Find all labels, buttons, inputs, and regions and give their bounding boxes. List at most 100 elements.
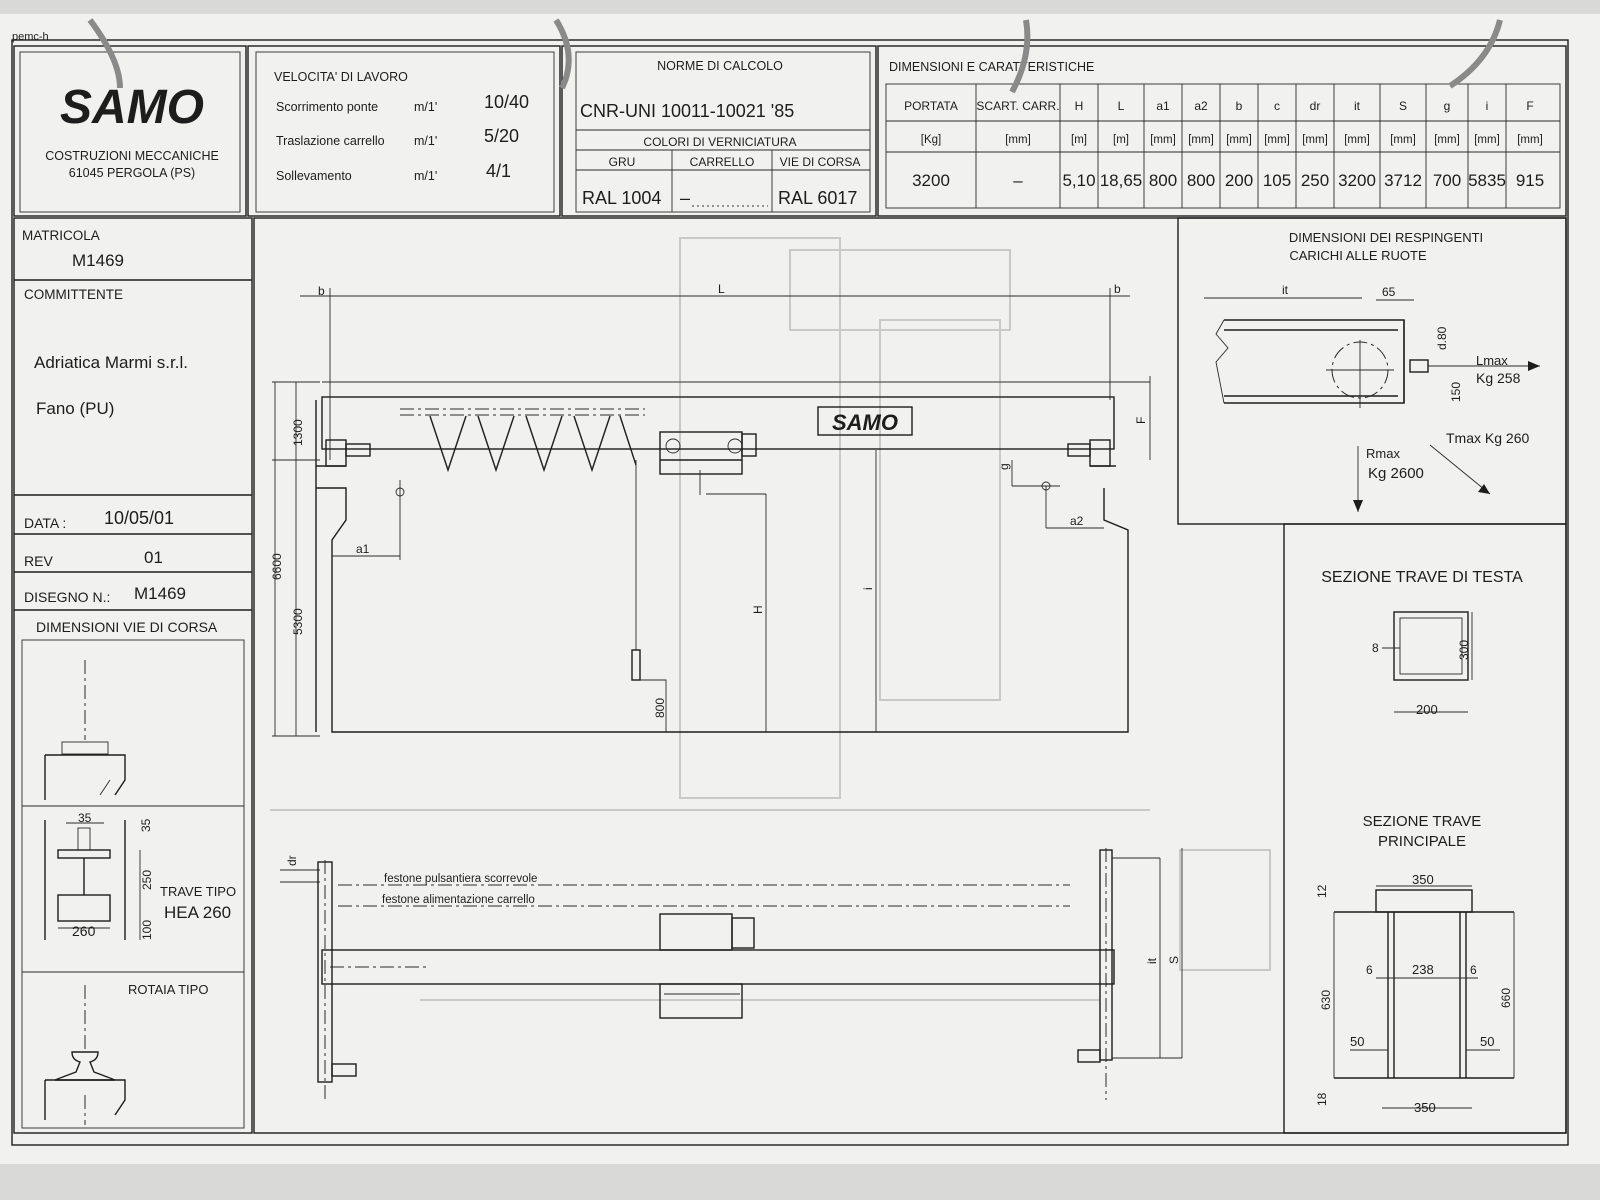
section-main-title2: PRINCIPALE — [1378, 833, 1466, 850]
buffer-150: 150 — [1449, 382, 1463, 402]
dim-header: it — [1354, 99, 1361, 113]
dim-header: dr — [1310, 99, 1321, 113]
head-dim-8: 8 — [1372, 641, 1379, 655]
dim-unit: [m] — [1113, 134, 1129, 146]
dim-250: 250 — [140, 870, 154, 890]
main-dim-350-top: 350 — [1412, 872, 1434, 887]
main-dim-350-bottom: 350 — [1414, 1100, 1436, 1115]
hea-260-sketch: 35 35 250 100 260 TRAVE TIPO HEA 260 — [44, 811, 236, 940]
dim-260: 260 — [72, 923, 96, 939]
dim-value: 250 — [1301, 171, 1329, 190]
dim-unit: [Kg] — [921, 134, 941, 146]
dim-unit: [mm] — [1150, 134, 1176, 146]
dim-value: 700 — [1433, 171, 1461, 190]
tmax-label: Tmax Kg 260 — [1446, 430, 1529, 446]
speed-row-label: Scorrimento ponte — [276, 100, 378, 114]
company-line2: 61045 PERGOLA (PS) — [69, 166, 195, 180]
color-carrello: – — [680, 188, 690, 208]
dim-1300: 1300 — [291, 419, 305, 446]
label-g: g — [997, 463, 1011, 470]
company-line1: COSTRUZIONI MECCANICHE — [45, 149, 219, 163]
dim-100: 100 — [140, 920, 154, 940]
speed-row-value: 10/40 — [484, 92, 529, 112]
dim-unit: [mm] — [1264, 134, 1290, 146]
dim-header: i — [1486, 99, 1489, 113]
rmax-value: Kg 2600 — [1368, 465, 1424, 482]
matricola-value: M1469 — [72, 251, 124, 270]
committente-label: COMMITTENTE — [24, 287, 123, 302]
dim-unit: [mm] — [1188, 134, 1214, 146]
dim-unit: [mm] — [1474, 134, 1500, 146]
section-main-title1: SEZIONE TRAVE — [1363, 813, 1482, 830]
dim-value: – — [1013, 171, 1023, 190]
main-dim-50b: 50 — [1480, 1034, 1494, 1049]
matricola-label: MATRICOLA — [22, 228, 100, 243]
label-a2: a2 — [1070, 514, 1084, 528]
colors-title: COLORI DI VERNICIATURA — [643, 135, 796, 149]
dim-unit: [mm] — [1390, 134, 1416, 146]
dim-6600: 6600 — [270, 553, 284, 580]
dim-value: 200 — [1225, 171, 1253, 190]
dim-35: 35 — [78, 811, 92, 825]
binder-rings — [87, 18, 1503, 94]
dimensions-table: DIMENSIONI E CARATTERISTICHE PORTATA[Kg]… — [877, 45, 1567, 217]
main-dim-238: 238 — [1412, 962, 1434, 977]
head-dim-300: 300 — [1457, 640, 1471, 660]
dim-header: a1 — [1156, 99, 1170, 113]
dim-unit: [mm] — [1517, 134, 1543, 146]
dim-header: L — [1118, 99, 1125, 113]
left-info-panel: MATRICOLA M1469 COMMITTENTE Adriatica Ma… — [13, 217, 253, 1134]
dim-value: 5835 — [1468, 171, 1506, 190]
col-gru: GRU — [609, 155, 636, 169]
buffers-panel: DIMENSIONI DEI RESPINGENTI CARICHI ALLE … — [1177, 217, 1567, 525]
dim-header: a2 — [1194, 99, 1208, 113]
ghost-lines — [270, 237, 1271, 1001]
buffers-title1: DIMENSIONI DEI RESPINGENTI — [1289, 230, 1483, 245]
dim-value: 915 — [1516, 171, 1544, 190]
main-dim-630: 630 — [1319, 990, 1333, 1010]
dim-value: 3712 — [1384, 171, 1422, 190]
dim-header: SCART. CARR. — [976, 99, 1059, 113]
label-it: it — [1145, 957, 1159, 964]
color-vie-corsa: RAL 6017 — [778, 188, 857, 208]
dim-value: 3200 — [912, 171, 950, 190]
speed-row-value: 5/20 — [484, 126, 519, 146]
company-block: SAMO COSTRUZIONI MECCANICHE 61045 PERGOL… — [13, 45, 247, 217]
label-b-left: b — [318, 284, 325, 298]
norms-value: CNR-UNI 10011-10021 '85 — [580, 101, 794, 121]
section-main-beam: SEZIONE TRAVE PRINCIPALE 350 12 6 238 6 … — [1315, 813, 1515, 1115]
dim-header: g — [1444, 99, 1451, 113]
label-dr: dr — [285, 855, 299, 866]
section-head-beam: SEZIONE TRAVE DI TESTA 8 300 200 — [1283, 523, 1567, 1134]
main-dim-18: 18 — [1315, 1092, 1329, 1106]
bridge-plan-view: dr festone pulsantiera scorrevole feston… — [280, 848, 1183, 1100]
head-dim-200: 200 — [1416, 702, 1438, 717]
label-F: F — [1134, 417, 1148, 424]
buffer-it: it — [1282, 283, 1289, 297]
main-dim-50a: 50 — [1350, 1034, 1364, 1049]
technical-drawing: pemc-h SAMO COSTRUZIONI MECCANICHE 61045… — [11, 18, 1569, 1146]
dim-header: PORTATA — [904, 99, 958, 113]
dim-value: 105 — [1263, 171, 1291, 190]
col-vie-corsa: VIE DI CORSA — [780, 155, 861, 169]
trave-label: TRAVE TIPO — [160, 884, 236, 899]
data-value: 10/05/01 — [104, 508, 174, 528]
dim-800: 800 — [653, 698, 667, 718]
rail-sketch: ROTAIA TIPO — [44, 982, 208, 1125]
label-b-right: b — [1114, 282, 1121, 296]
dim-value: 3200 — [1338, 171, 1376, 190]
col-carrello: CARRELLO — [690, 155, 755, 169]
buffer-d80: d.80 — [1435, 326, 1449, 350]
trolley-plan — [659, 913, 755, 1019]
norms-title: NORME DI CALCOLO — [657, 59, 783, 73]
label-i: i — [861, 587, 875, 590]
dim-value: 5,10 — [1062, 171, 1095, 190]
client-city: Fano (PU) — [36, 399, 114, 418]
dim-value: 800 — [1149, 171, 1177, 190]
dim-header: c — [1274, 99, 1280, 113]
disegno-value: M1469 — [134, 584, 186, 603]
speed-row-label: Traslazione carrello — [276, 134, 385, 148]
speeds-block: VELOCITA' DI LAVORO Scorrimento ponte m/… — [247, 45, 561, 217]
dim-header: S — [1399, 99, 1407, 113]
